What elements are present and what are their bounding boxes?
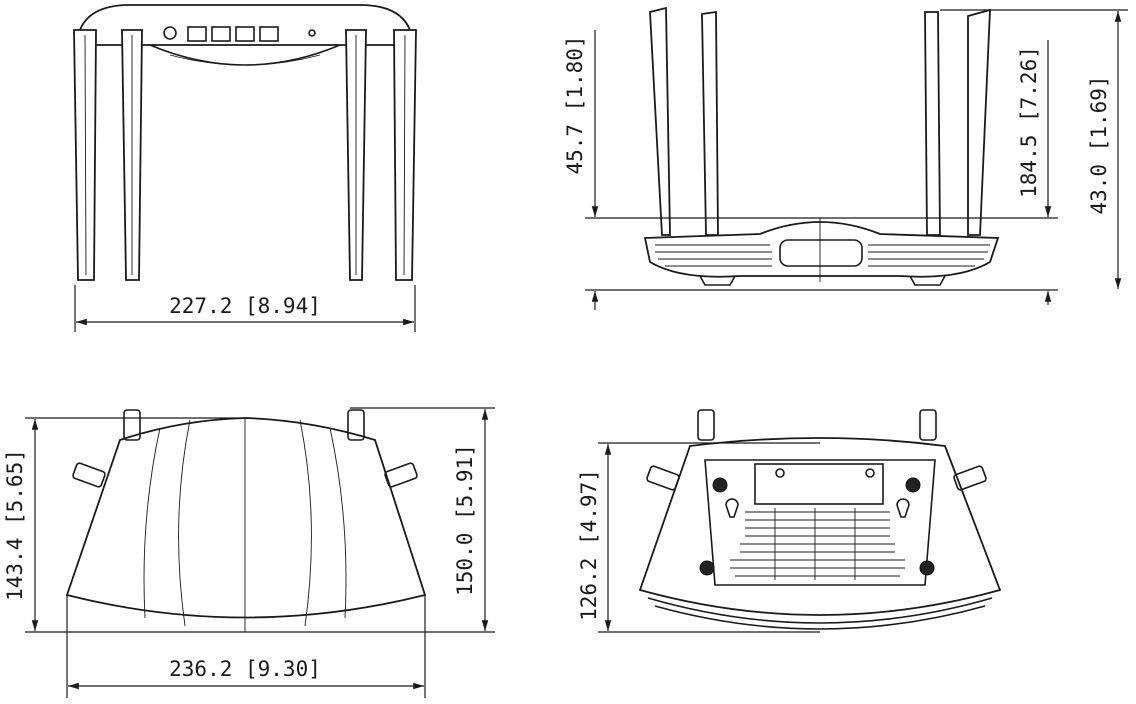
antenna — [73, 29, 97, 281]
top-width-label: 236.2 [9.30] — [169, 657, 321, 681]
antenna-connectors-bottom — [646, 409, 987, 491]
rubber-feet — [699, 477, 935, 576]
foot — [905, 477, 921, 493]
top-depth-with-antenna-label: 150.0 [5.91] — [453, 444, 477, 596]
screw — [865, 468, 875, 478]
base-plate — [704, 459, 936, 586]
side-antenna-height-label: 43.0 [1.69] — [1087, 75, 1111, 214]
lan-port-2 — [211, 26, 231, 42]
label-area — [754, 463, 884, 505]
antenna-connectors-top — [72, 409, 418, 488]
screw — [775, 468, 785, 478]
lan-port-1 — [187, 26, 207, 42]
antenna — [393, 29, 417, 281]
top-depth-label: 143.4 [5.65] — [3, 449, 27, 601]
foot — [919, 560, 935, 576]
ports — [163, 26, 316, 42]
wan-port — [259, 26, 279, 42]
body-curve — [149, 44, 341, 66]
side-view: 45.7 [1.80] 184.5 [7.26] 43.0 [1.69] — [563, 6, 1128, 310]
wall-mount-holes — [725, 498, 910, 518]
antenna-connector — [72, 462, 106, 488]
foot — [699, 560, 715, 576]
bottom-depth-label: 126.2 [4.97] — [577, 469, 601, 621]
top-view: 143.4 [5.65] 150.0 [5.91] 236.2 [9.30] — [3, 407, 495, 698]
antenna — [701, 10, 719, 236]
reset-button — [308, 29, 316, 37]
antenna-connector — [123, 409, 141, 441]
side-total-height-label: 184.5 [7.26] — [1017, 46, 1041, 198]
vent-grille — [655, 244, 990, 267]
router-body-side — [643, 221, 1000, 278]
bottom-view: 126.2 [4.97] — [577, 409, 1002, 633]
side-body-height-label: 45.7 [1.80] — [563, 35, 587, 174]
power-port — [163, 26, 177, 40]
antenna — [924, 11, 941, 236]
antenna-connector — [347, 409, 365, 441]
rear-view: 227.2 [8.94] — [73, 4, 417, 332]
antenna — [967, 8, 991, 236]
antenna — [649, 6, 671, 236]
antenna-connector — [384, 462, 418, 488]
rear-width-label: 227.2 [8.94] — [169, 294, 321, 318]
lan-port-3 — [235, 26, 255, 42]
vent-slots — [730, 508, 905, 580]
foot — [712, 477, 728, 493]
antennas-rear — [73, 29, 417, 281]
router-body-top — [65, 417, 427, 619]
